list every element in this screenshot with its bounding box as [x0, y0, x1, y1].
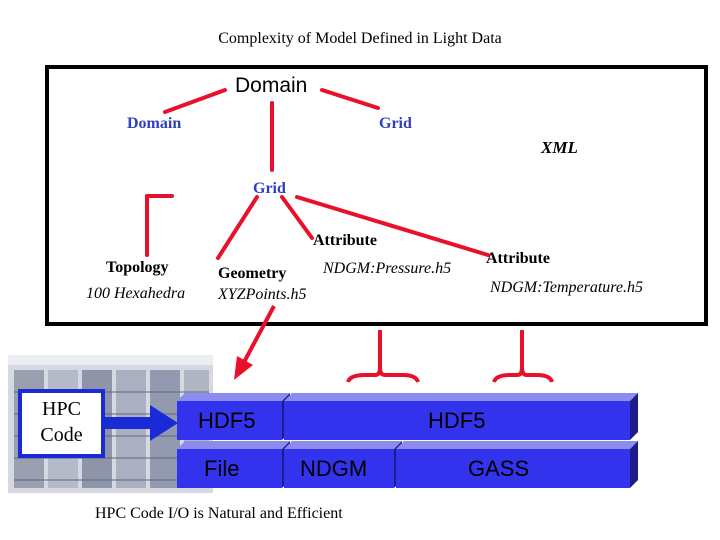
- tree-edges: [145, 88, 490, 260]
- layer-lower-right-shape: [396, 441, 638, 488]
- layer-upper-right-shape: [284, 393, 638, 440]
- slide-title: Complexity of Model Defined in Light Dat…: [218, 30, 502, 47]
- attribute-2-value: NDGM:Temperature.h5: [490, 279, 644, 296]
- attribute-2-brace: [492, 330, 554, 383]
- layer-lower-left-shape: [177, 441, 290, 488]
- geometry-value: XYZPoints.h5: [218, 286, 307, 303]
- grid-label: Grid: [253, 180, 286, 197]
- attribute-1-brace: [346, 330, 420, 383]
- attribute-1-value: NDGM:Pressure.h5: [323, 260, 452, 277]
- geometry-to-hdf5-arrow-icon: [234, 305, 276, 380]
- layer-lower-left: File: [204, 456, 240, 481]
- attribute-2-label: Attribute: [486, 250, 550, 267]
- layer-lower-middle-shape: [284, 441, 402, 488]
- attribute-1-label: Attribute: [313, 232, 377, 249]
- layer-lower-middle: NDGM: [300, 456, 368, 481]
- root-domain-label: Domain: [235, 74, 308, 97]
- layer-upper-right: HDF5: [428, 408, 486, 433]
- layer-upper-left: HDF5: [198, 408, 256, 433]
- hpc-arrow-icon: [105, 405, 178, 441]
- layer-lower-right: GASS: [468, 456, 530, 481]
- xml-frame: [45, 65, 708, 326]
- topology-label: Topology: [106, 259, 169, 276]
- hpc-code-box: [18, 389, 105, 458]
- child-domain-label: Domain: [127, 115, 182, 132]
- layer-upper-left-shape: [177, 393, 290, 440]
- topology-value: 100 Hexahedra: [86, 285, 186, 302]
- hpc-code-label: HPC Code: [40, 398, 83, 446]
- geometry-label: Geometry: [218, 265, 287, 282]
- child-grid-label: Grid: [379, 115, 412, 132]
- xml-label: XML: [541, 138, 578, 157]
- footer-caption: HPC Code I/O is Natural and Efficient: [95, 505, 343, 522]
